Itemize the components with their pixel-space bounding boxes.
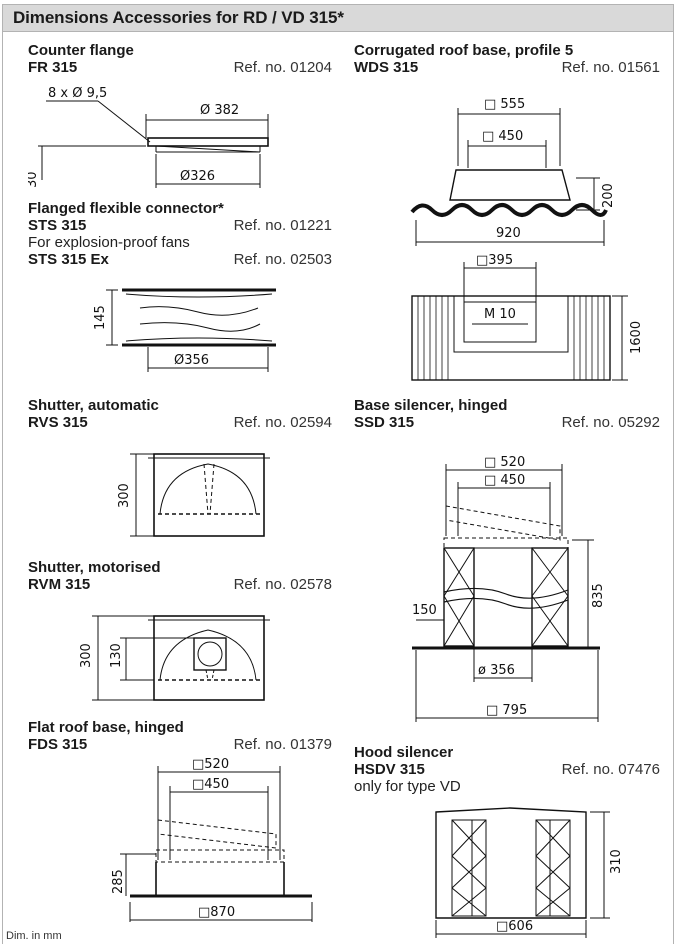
dim-corrugated-opening: □395 xyxy=(476,253,513,268)
item-ref: Ref. no. 01379 xyxy=(233,736,332,753)
counter-flange-drawing: 8 x Ø 9,5 Ø 382 30 Ø326 xyxy=(28,86,269,188)
section-frame xyxy=(2,32,674,944)
dim-hood-height: 310 xyxy=(609,849,624,874)
item-code: RVM 315 xyxy=(28,576,91,593)
item-code: WDS 315 xyxy=(354,59,419,76)
dim-silencer-base: □ 795 xyxy=(486,703,527,718)
item-note: only for type VD xyxy=(354,778,461,795)
section-title: Dimensions Accessories for RD / VD 315* xyxy=(13,8,344,27)
item-name: Flat roof base, hinged xyxy=(28,719,184,736)
item-code: FR 315 xyxy=(28,59,78,76)
item-corrugated-roof-base: Corrugated roof base, profile 5 WDS 315 R… xyxy=(354,42,660,76)
dim-silencer-inner: □ 450 xyxy=(484,473,525,488)
item-name: Corrugated roof base, profile 5 xyxy=(354,42,574,59)
base-silencer-drawing: □ 520 □ 450 835 150 ø 356 □ 795 xyxy=(412,455,606,722)
dim-corrugated-depth: 1600 xyxy=(629,321,644,354)
dim-flat-base: □870 xyxy=(198,905,235,920)
dim-hood-width: □606 xyxy=(496,919,533,934)
item-hood-silencer: Hood silencer HSDV 315 Ref. no. 07476 onl… xyxy=(354,744,660,795)
shutter-motorised-drawing: 300 130 xyxy=(79,615,270,701)
item-name: Flanged flexible connector* xyxy=(28,200,224,217)
item-base-silencer: Base silencer, hinged SSD 315 Ref. no. 05… xyxy=(354,397,660,431)
corrugated-roof-base-drawing: □ 555 □ 450 200 920 □395 M 10 1600 xyxy=(410,97,644,381)
item-name: Hood silencer xyxy=(354,744,454,761)
item-shutter-motorised: Shutter, motorised RVM 315 Ref. no. 02578 xyxy=(28,559,332,593)
item-ref: Ref. no. 01561 xyxy=(561,59,660,76)
dim-bolt: M 10 xyxy=(484,307,516,322)
item-counter-flange: Counter flange FR 315 Ref. no. 01204 xyxy=(28,42,332,76)
dim-motor-shutter-height: 300 xyxy=(79,643,94,668)
item-name: Base silencer, hinged xyxy=(354,397,508,414)
dim-silencer-wall: 150 xyxy=(412,603,437,618)
item-ref-ex: Ref. no. 02503 xyxy=(233,251,332,268)
dim-corrugated-top: □ 555 xyxy=(484,97,525,112)
flat-roof-base-drawing: □520 □450 285 □870 xyxy=(111,757,313,922)
dim-connector-diameter: Ø356 xyxy=(174,353,209,368)
item-flat-roof-base: Flat roof base, hinged FDS 315 Ref. no. 0… xyxy=(28,719,332,753)
section-header: Dimensions Accessories for RD / VD 315* xyxy=(2,4,674,32)
item-shutter-automatic: Shutter, automatic RVS 315 Ref. no. 02594 xyxy=(28,397,332,431)
item-note: For explosion-proof fans xyxy=(28,234,190,251)
dimension-unit-note: Dim. in mm xyxy=(6,930,62,942)
dim-motor-height: 130 xyxy=(109,643,124,668)
dim-connector-height: 145 xyxy=(93,305,108,330)
dim-outer-diameter: Ø 382 xyxy=(200,103,239,118)
dim-shutter-height: 300 xyxy=(117,483,132,508)
item-ref: Ref. no. 02594 xyxy=(233,414,332,431)
item-ref: Ref. no. 07476 xyxy=(561,761,660,778)
dim-holes: 8 x Ø 9,5 xyxy=(48,86,107,101)
item-code: RVS 315 xyxy=(28,414,88,431)
item-name: Counter flange xyxy=(28,42,134,59)
dim-silencer-top: □ 520 xyxy=(484,455,525,470)
dim-silencer-diameter: ø 356 xyxy=(478,663,515,678)
dim-corrugated-width: 920 xyxy=(496,226,521,241)
hood-silencer-drawing: 310 □606 xyxy=(435,807,624,938)
flex-connector-drawing: 145 Ø356 xyxy=(93,288,276,372)
item-code-ex: STS 315 Ex xyxy=(28,251,109,268)
item-code: STS 315 xyxy=(28,217,87,234)
item-ref: Ref. no. 01204 xyxy=(233,59,332,76)
dim-flat-height: 285 xyxy=(111,869,126,894)
dim-flange-height: 30 xyxy=(28,171,40,188)
item-code: SSD 315 xyxy=(354,414,415,431)
dim-inner-diameter: Ø326 xyxy=(180,169,215,184)
item-name: Shutter, motorised xyxy=(28,559,161,576)
shutter-automatic-drawing: 300 xyxy=(117,453,270,537)
item-ref: Ref. no. 01221 xyxy=(233,217,332,234)
dim-silencer-height: 835 xyxy=(591,583,606,608)
item-code: FDS 315 xyxy=(28,736,88,753)
dim-flat-inner: □450 xyxy=(192,777,229,792)
item-ref: Ref. no. 02578 xyxy=(233,576,332,593)
dim-corrugated-height: 200 xyxy=(601,183,616,208)
item-name: Shutter, automatic xyxy=(28,397,159,414)
item-ref: Ref. no. 05292 xyxy=(561,414,660,431)
dim-flat-top: □520 xyxy=(192,757,229,772)
item-code: HSDV 315 xyxy=(354,761,425,778)
dim-corrugated-inner: □ 450 xyxy=(482,129,523,144)
